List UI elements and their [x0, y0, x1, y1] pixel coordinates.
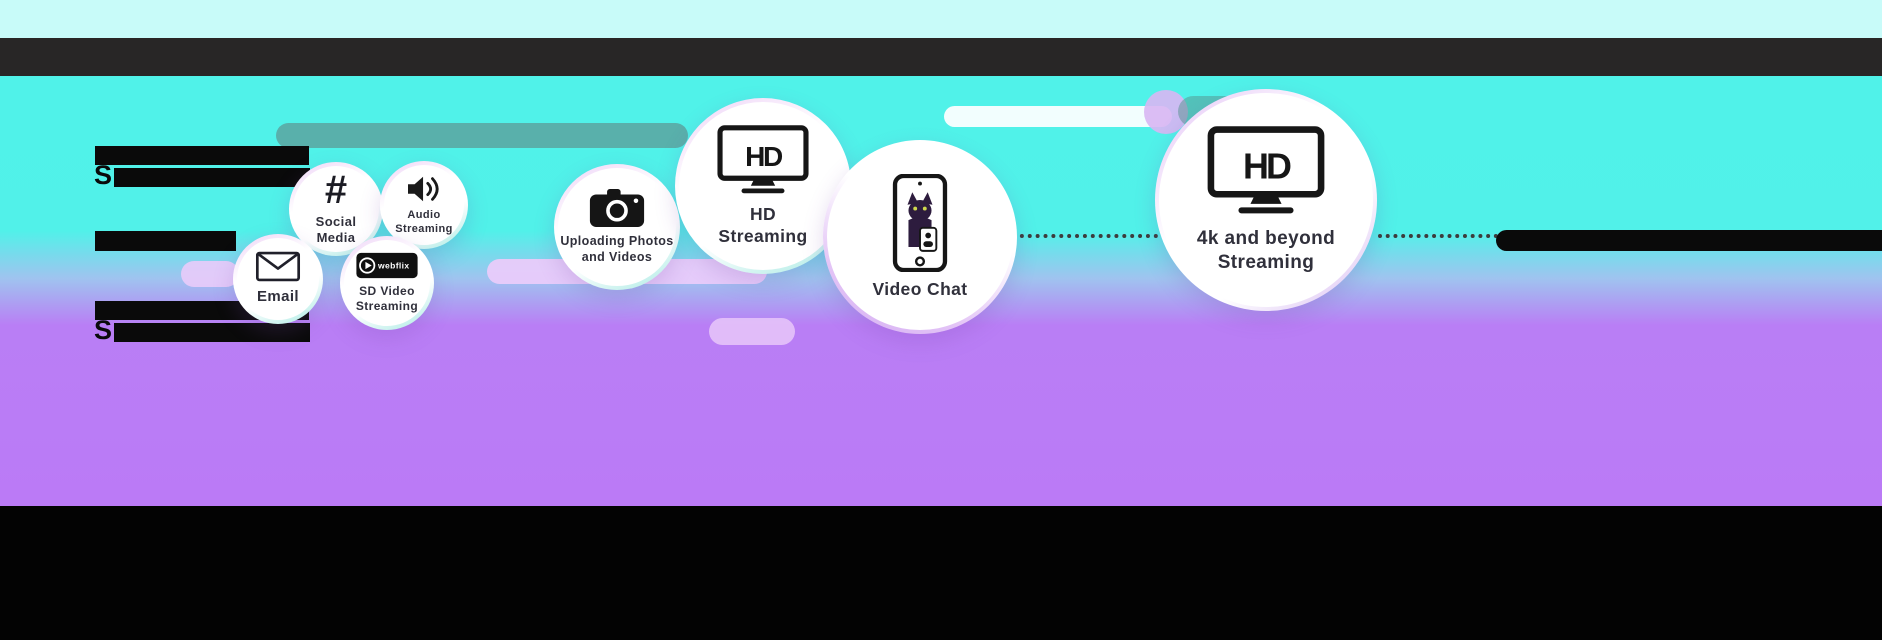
- dotted-line: [1378, 234, 1498, 238]
- hd-tv-text: HD: [745, 141, 783, 172]
- redacted-text-bar: [95, 231, 236, 251]
- bubble-label: Social Media: [315, 213, 357, 245]
- decorative-pill: [709, 318, 795, 345]
- redacted-text-bar: [95, 146, 309, 165]
- bubble-label: HD Streaming: [718, 203, 808, 246]
- webflix-logo-text: webflix: [377, 261, 410, 271]
- camera-icon: [589, 189, 645, 228]
- bubble-label: Video Chat: [872, 278, 968, 299]
- hd-tv-icon: HD: [717, 124, 809, 193]
- hashtag-icon: #: [324, 167, 348, 212]
- webflix-logo-icon: webflix: [356, 252, 418, 279]
- bubble-hd-streaming: HD HD Streaming: [675, 98, 851, 274]
- bubble-4k-streaming: HD 4k and beyond Streaming: [1155, 89, 1377, 311]
- decorative-pill: [181, 261, 239, 287]
- decorative-pill: [944, 106, 1172, 127]
- redacted-line-prefix: S: [94, 315, 113, 345]
- footer-bar: [0, 506, 1882, 640]
- bubble-audio-streaming: Audio Streaming: [380, 161, 468, 249]
- bubble-video-chat: Video Chat: [823, 140, 1017, 334]
- bubble-label: Audio Streaming: [395, 209, 453, 235]
- decorative-pill: [276, 123, 688, 148]
- hd-tv-text: HD: [1243, 145, 1291, 186]
- header-bar: [0, 38, 1882, 76]
- bubble-label: Email: [256, 288, 300, 306]
- bubble-label: 4k and beyond Streaming: [1196, 227, 1336, 273]
- dotted-line: [1012, 234, 1158, 238]
- top-strip: [0, 0, 1882, 38]
- bubble-uploading-photos: Uploading Photos and Videos: [554, 164, 680, 290]
- redacted-text-bar: [114, 323, 310, 342]
- envelope-icon: [255, 251, 301, 282]
- bubble-email: Email: [233, 234, 323, 324]
- speaker-icon: [408, 177, 439, 202]
- redacted-text-bar: [1496, 230, 1882, 251]
- bubble-label: Uploading Photos and Videos: [560, 234, 674, 264]
- hd-tv-icon: HD: [1207, 126, 1325, 214]
- bubble-sd-video-streaming: webflix SD Video Streaming: [340, 236, 434, 330]
- redacted-text-bar: [114, 168, 310, 187]
- video-chat-phone-icon: [892, 173, 948, 272]
- bubble-label: SD Video Streaming: [355, 284, 419, 313]
- redacted-line-prefix: S: [94, 160, 113, 190]
